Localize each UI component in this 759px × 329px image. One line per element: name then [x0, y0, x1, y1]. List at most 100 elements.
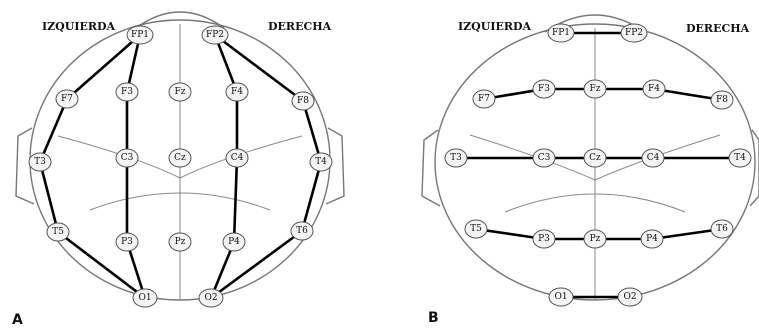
- electrode-o2: O2: [617, 287, 643, 307]
- panel-letter-a: A: [12, 312, 23, 328]
- electrode-o1: O1: [132, 288, 158, 308]
- link-p4-o2: [209, 240, 236, 300]
- link-f4-f8: [652, 87, 724, 102]
- link-fp2-f4: [213, 33, 239, 94]
- panel-b: FP1 FP2 F7 F3 Fz F4 F8 T3 C3 Cz C4 T4 T5…: [421, 14, 759, 326]
- electrode-label: FP2: [625, 28, 643, 38]
- electrode-fp2: FP2: [620, 23, 648, 43]
- electrode-label: FP1: [131, 30, 149, 40]
- electrode-label: Pz: [590, 234, 601, 244]
- left-ear-a: [15, 127, 35, 205]
- right-ear-b: [749, 129, 759, 207]
- electrode-label: F7: [478, 94, 490, 104]
- electrode-t5: T5: [46, 222, 70, 242]
- electrode-label: FP2: [206, 30, 224, 40]
- electrode-label: Fz: [175, 87, 186, 97]
- electrode-label: F3: [538, 84, 550, 94]
- inner-arc-a: [89, 192, 271, 211]
- electrode-label: P4: [228, 237, 240, 247]
- left-side-label: IZQUIERDA: [42, 20, 116, 33]
- electrode-f4: F4: [642, 79, 666, 99]
- electrode-label: O2: [623, 292, 636, 302]
- link-t3-t5: [38, 160, 60, 234]
- electrode-o2: O2: [198, 288, 224, 308]
- link-t6-o2: [209, 229, 304, 300]
- right-ear-a: [325, 127, 345, 205]
- electrode-f7: F7: [55, 89, 79, 109]
- electrode-label: F4: [231, 87, 243, 97]
- left-ear-b: [421, 129, 441, 207]
- electrode-fp2: FP2: [201, 25, 229, 45]
- electrode-label: C3: [121, 153, 134, 163]
- electrode-c4: C4: [641, 148, 665, 168]
- electrode-t3: T3: [444, 148, 468, 168]
- electrode-label: F8: [297, 96, 309, 106]
- electrode-label: T6: [716, 224, 728, 234]
- electrode-c3: C3: [115, 148, 139, 168]
- electrode-label: T3: [34, 157, 46, 167]
- electrode-fp1: FP1: [126, 25, 154, 45]
- electrode-label: T3: [450, 153, 462, 163]
- electrode-p3: P3: [532, 229, 556, 249]
- link-f7-t3: [38, 97, 69, 164]
- electrode-c3: C3: [532, 148, 556, 168]
- link-fp1-f3: [125, 33, 142, 94]
- electrode-label: O1: [138, 293, 151, 303]
- electrode-p4: P4: [640, 229, 664, 249]
- electrode-label: F8: [716, 95, 728, 105]
- electrode-p4: P4: [222, 232, 246, 252]
- electrode-label: F3: [121, 87, 133, 97]
- electrode-label: P3: [121, 237, 133, 247]
- electrode-label: T4: [315, 157, 327, 167]
- electrode-label: Pz: [175, 237, 186, 247]
- electrode-p3: P3: [115, 232, 139, 252]
- left-side-label: IZQUIERDA: [458, 20, 532, 33]
- electrode-t6: T6: [710, 219, 734, 239]
- electrode-label: Cz: [589, 153, 601, 163]
- electrode-pz: Pz: [583, 229, 607, 249]
- electrode-cz: Cz: [168, 148, 192, 168]
- link-f8-t4: [301, 99, 323, 164]
- electrode-t3: T3: [28, 152, 52, 172]
- electrode-label: O1: [554, 292, 567, 302]
- electrode-f4: F4: [225, 82, 249, 102]
- link-t4-t6: [300, 160, 323, 233]
- coronal-arc-a: [57, 135, 303, 179]
- panel-a: FP1 FP2 F7 F3 Fz F4 F8 T3 C3 Cz C4 T4 T5…: [12, 11, 345, 328]
- link-p3-o1: [125, 240, 147, 300]
- electrode-label: P4: [646, 234, 658, 244]
- electrode-label: Fz: [590, 84, 601, 94]
- electrode-f3: F3: [115, 82, 139, 102]
- electrode-o1: O1: [548, 287, 574, 307]
- electrode-f7: F7: [472, 89, 496, 109]
- electrode-label: Cz: [174, 153, 186, 163]
- link-c4-p4: [232, 156, 239, 244]
- electrode-fp1: FP1: [547, 23, 575, 43]
- electrode-f3: F3: [532, 79, 556, 99]
- electrode-f8: F8: [710, 90, 734, 110]
- coronal-arc-b: [469, 134, 721, 181]
- electrode-t6: T6: [290, 221, 314, 241]
- electrode-fz: Fz: [168, 82, 192, 102]
- electrode-f8: F8: [291, 91, 315, 111]
- electrode-fz: Fz: [583, 79, 607, 99]
- link-fp2-f8: [213, 33, 305, 103]
- link-p4-t6: [650, 227, 724, 241]
- electrode-t5: T5: [464, 219, 488, 239]
- link-t5-o1: [56, 230, 147, 300]
- electrode-label: T5: [52, 227, 64, 237]
- electrode-t4: T4: [728, 148, 752, 168]
- nose-a: [135, 11, 225, 29]
- electrode-label: T5: [470, 224, 482, 234]
- electrode-label: C3: [538, 153, 551, 163]
- electrode-cz: Cz: [583, 148, 607, 168]
- electrode-label: O2: [204, 293, 217, 303]
- inner-arc-b: [504, 193, 686, 213]
- link-fp1-f7: [65, 33, 142, 101]
- electrode-label: P3: [538, 234, 550, 244]
- electrode-t4: T4: [309, 152, 333, 172]
- electrode-label: FP1: [552, 28, 570, 38]
- right-side-label: DERECHA: [268, 20, 332, 33]
- electrode-label: C4: [231, 153, 244, 163]
